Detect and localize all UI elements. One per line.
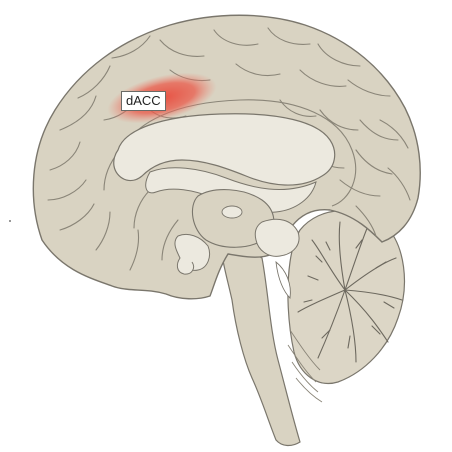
dacc-label: dACC: [121, 91, 166, 111]
fourth-ventricle: [276, 262, 290, 298]
interthalamic-adhesion: [222, 206, 242, 218]
midbrain: [255, 219, 299, 256]
